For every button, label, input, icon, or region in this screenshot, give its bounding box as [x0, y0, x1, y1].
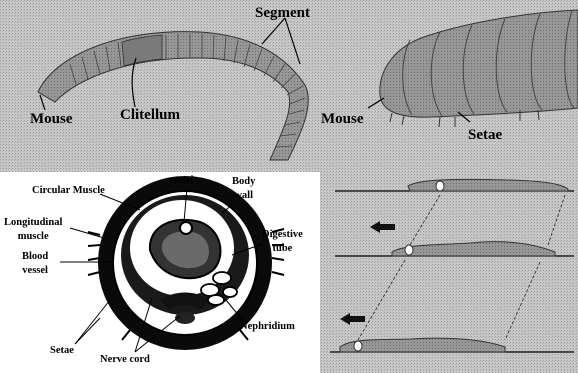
body-wall-label-line1: Body — [232, 177, 255, 188]
longitudinal-muscle-label-line1: Longitudinal — [4, 218, 62, 229]
digestive-tube-label: Digestive tube — [262, 230, 303, 254]
digestive-tube-label-line2: tube — [262, 244, 303, 255]
longitudinal-muscle-label: Longitudinal muscle — [4, 218, 62, 242]
mouse-label-left: Mouse — [30, 112, 73, 127]
clitellum-label: Clitellum — [120, 108, 180, 123]
mouse-label-right: Mouse — [321, 112, 364, 127]
digestive-tube-label-line1: Digestive — [262, 230, 303, 241]
blood-vessel-label-line2: vessel — [22, 266, 48, 277]
longitudinal-muscle-label-line2: muscle — [4, 232, 62, 243]
nephridium-label: Nephridium — [240, 322, 295, 333]
body-wall-label: Body wall — [232, 177, 255, 201]
blood-vessel-label-line1: Blood — [22, 252, 48, 263]
nerve-cord-label: Nerve cord — [100, 355, 150, 366]
body-wall-label-line2: wall — [232, 191, 255, 202]
vessel-label: vessel — [168, 176, 194, 187]
blood-vessel-label: Blood vessel — [22, 252, 48, 276]
circular-muscle-label: Circular Muscle — [32, 186, 105, 197]
setae-label-right: Setae — [468, 128, 502, 143]
setae-label-bottom: Setae — [50, 346, 74, 357]
segment-label: Segment — [255, 6, 310, 21]
